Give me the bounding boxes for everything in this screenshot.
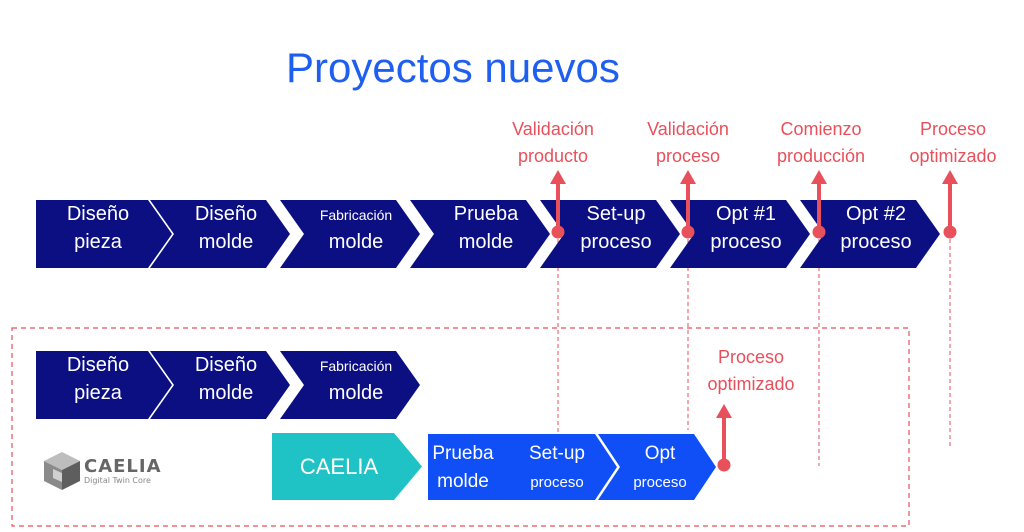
row1-step-4-label-line: molde	[459, 231, 513, 253]
row1-step-2-label: Diseño molde	[195, 203, 257, 253]
row2-step-2	[150, 351, 290, 419]
row2-step-3	[280, 351, 420, 419]
logo-tagline: Digital Twin Core	[84, 476, 151, 485]
row1-step-5-label: Set-up proceso	[580, 203, 651, 253]
row1-step-3-label: Fabricación molde	[320, 207, 392, 253]
milestone-4-label-line: Proceso	[920, 119, 986, 139]
row2-step-1-label: Diseño pieza	[67, 354, 129, 404]
row1-step-2-label-line: Diseño	[195, 203, 257, 225]
row1-step-3-label-line: molde	[329, 231, 383, 253]
row1-step-5	[540, 200, 680, 268]
milestone-3-label-line: producción	[777, 146, 865, 166]
row2-step-3-label-line: molde	[329, 382, 383, 404]
row3-step-label-line: proceso	[633, 474, 686, 491]
milestone-2-label-line: Validación	[647, 119, 729, 139]
milestone-4-label: Proceso optimizado	[909, 119, 996, 166]
milestone-bottom-label-line: Proceso	[718, 347, 784, 367]
milestone-3-label: Comienzo producción	[777, 119, 865, 166]
milestone-bottom-dot	[717, 458, 731, 472]
row3-step-label-line: proceso	[530, 474, 583, 491]
row1-step-6	[670, 200, 810, 268]
milestone-3-label-line: Comienzo	[780, 119, 861, 139]
row1-step-1-label: Diseño pieza	[67, 203, 129, 253]
milestone-2-arrowhead	[680, 170, 696, 184]
row1-step-3	[280, 200, 420, 268]
milestone-1-arrowhead	[550, 170, 566, 184]
row1-step-6-label-line: proceso	[710, 231, 781, 253]
page-title: Proyectos nuevos	[286, 44, 620, 91]
milestone-1-label-line: producto	[518, 146, 588, 166]
row2-step-2-label-line: molde	[199, 382, 253, 404]
row1-step-5-label-line: proceso	[580, 231, 651, 253]
row3-step-2-label: Set-up proceso	[529, 443, 585, 491]
row1-step-7	[800, 200, 940, 268]
row3-step-1-label: Prueba molde	[432, 443, 494, 492]
row3-step-label-line: molde	[437, 471, 489, 492]
milestone-bottom-label-line: optimizado	[707, 374, 794, 394]
caelia-arrow-group: CAELIA	[272, 433, 422, 500]
row2-step-1-label-line: pieza	[74, 382, 123, 404]
row1-step-6-label: Opt #1 proceso	[710, 203, 781, 253]
caelia-arrow-label: CAELIA	[300, 454, 379, 479]
row1-step-4-label: Prueba molde	[454, 203, 519, 253]
row3-step-label-line: Set-up	[529, 443, 585, 464]
row1-step-5-label-line: Set-up	[587, 203, 646, 225]
milestone-1-label-line: Validación	[512, 119, 594, 139]
row3-step-1	[428, 434, 520, 500]
milestone-bottom-arrowhead	[716, 404, 732, 418]
milestone-4-label-line: optimizado	[909, 146, 996, 166]
row1-step-4-label-line: Prueba	[454, 203, 519, 225]
row1-step-1-label-line: Diseño	[67, 203, 129, 225]
row1-step-7-label-line: Opt #2	[846, 203, 906, 225]
row3-step-2	[495, 434, 617, 500]
row2-chevrons: Diseño pieza Diseño molde Fabricación molde	[36, 351, 420, 419]
row3-step-label-line: Prueba	[432, 443, 494, 464]
row1-step-7-label-line: proceso	[840, 231, 911, 253]
row2-step-3-label-line: Fabricación	[320, 358, 392, 374]
row2-step-1	[36, 351, 172, 419]
row2-step-2-label-line: Diseño	[195, 354, 257, 376]
row3-step-3	[598, 434, 716, 500]
row1-step-3-label-line: Fabricación	[320, 207, 392, 223]
milestone-4-dot	[943, 225, 957, 239]
row1-step-1	[36, 200, 172, 268]
row3-step-label-line: Opt	[645, 443, 676, 464]
milestone-bottom-label: Proceso optimizado	[707, 347, 794, 394]
caelia-arrow	[272, 433, 422, 500]
row2-step-3-label: Fabricación molde	[320, 358, 392, 404]
caelia-logo-icon	[44, 452, 80, 490]
row2-step-2-label: Diseño molde	[195, 354, 257, 404]
guide-lines	[557, 232, 951, 466]
milestone-2-dot	[681, 225, 695, 239]
row1-step-6-label-line: Opt #1	[716, 203, 776, 225]
row3-step-3-label: Opt proceso	[633, 443, 686, 491]
row1-step-1-label-line: pieza	[74, 231, 123, 253]
milestone-1-dot	[551, 225, 565, 239]
milestone-1-label: Validación producto	[512, 119, 594, 166]
milestones: Validación producto Validación proceso Comie…	[512, 119, 997, 472]
caelia-workflow-box	[11, 327, 910, 527]
row1-step-2	[150, 200, 290, 268]
milestone-3-dot	[812, 225, 826, 239]
milestone-3-arrowhead	[811, 170, 827, 184]
caelia-logo: CAELIA Digital Twin Core	[84, 456, 162, 486]
row3-chevrons: Prueba molde Set-up proceso Opt proceso	[428, 434, 716, 500]
row1-step-7-label: Opt #2 proceso	[840, 203, 911, 253]
row1-step-4	[410, 200, 550, 268]
milestone-2-label-line: proceso	[656, 146, 720, 166]
row2-step-1-label-line: Diseño	[67, 354, 129, 376]
milestone-4-arrowhead	[942, 170, 958, 184]
milestone-2-label: Validación proceso	[647, 119, 729, 166]
logo-name: CAELIA	[84, 456, 162, 477]
row1-step-2-label-line: molde	[199, 231, 253, 253]
